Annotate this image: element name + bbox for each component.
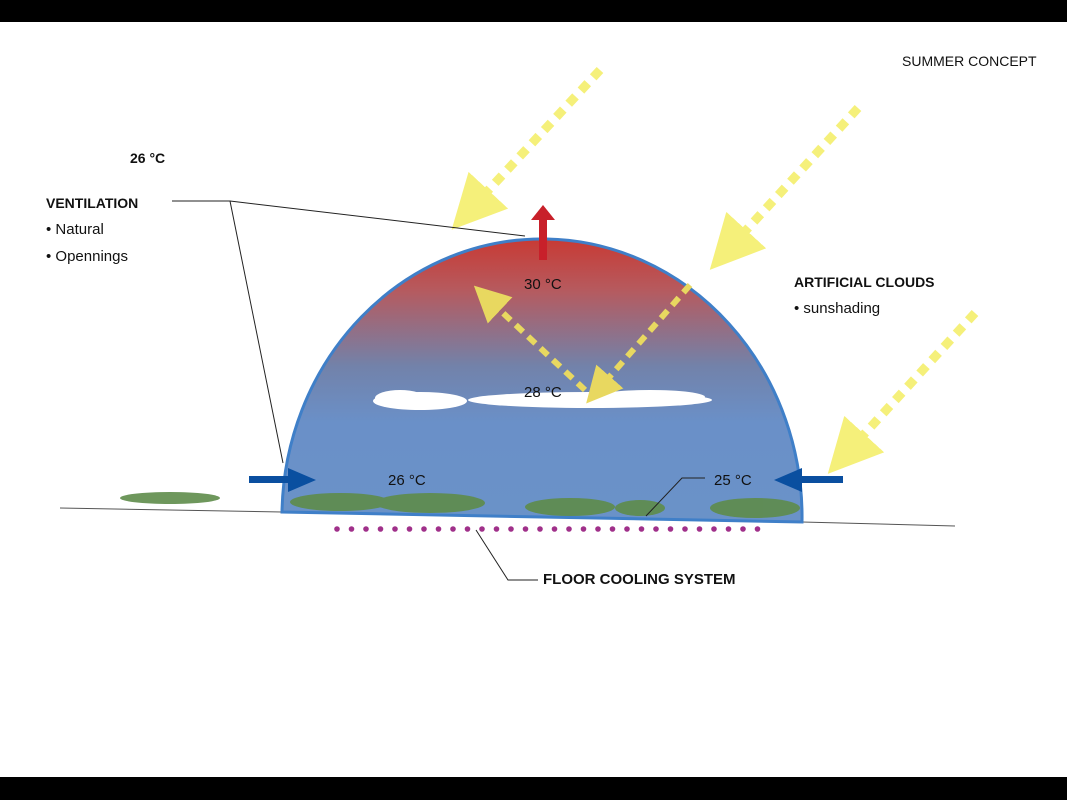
floor-cooling-dot xyxy=(406,526,413,532)
floor-cooling-dot xyxy=(493,526,500,532)
floor-cooling-dot xyxy=(377,526,384,532)
floor-cooling-dot xyxy=(624,526,630,532)
floor-cooling-dots xyxy=(334,526,761,532)
floor-cooling-dot xyxy=(667,526,674,532)
floor-cooling-dot xyxy=(479,526,485,532)
reflected-rays xyxy=(473,283,693,404)
ventilation-item-openings: • Opennings xyxy=(46,248,128,265)
hot-air-up-arrow xyxy=(531,205,555,260)
floor-cooling-dot xyxy=(464,526,471,532)
dome xyxy=(280,237,804,524)
floor-cooling-dot xyxy=(740,526,746,532)
floor-cooling-dot xyxy=(595,526,601,532)
floor-cooling-dot xyxy=(711,526,717,532)
floor-cooling-dot xyxy=(580,526,587,532)
floor-cooling-dot xyxy=(334,526,340,532)
sun-ray-3 xyxy=(827,309,979,474)
floor-cooling-dot xyxy=(537,526,543,532)
floor-cooling-dot xyxy=(392,526,398,532)
ventilation-heading: VENTILATION xyxy=(46,195,139,211)
sun-ray-1 xyxy=(451,66,604,230)
floor-cooling-dot xyxy=(638,526,645,532)
floor-cooling-leader xyxy=(475,529,538,581)
diagram-title: SUMMER CONCEPT xyxy=(902,53,1037,69)
floor-cooling-dot xyxy=(551,526,558,532)
temp-top: 30 °C xyxy=(524,276,562,293)
floor-cooling-dot xyxy=(363,526,369,532)
temp-right-ground: 25 °C xyxy=(714,472,752,489)
floor-cooling-dot xyxy=(435,526,442,532)
outside-temperature: 26 °C xyxy=(130,150,166,166)
floor-cooling-dot xyxy=(508,526,514,532)
floor-cooling-label: FLOOR COOLING SYSTEM xyxy=(543,571,736,588)
bottom-black-bar xyxy=(0,777,1067,800)
floor-cooling-dot xyxy=(754,526,761,532)
ventilation-item-natural: • Natural xyxy=(46,221,104,238)
floor-cooling-dot xyxy=(450,526,456,532)
sun-ray-arrows xyxy=(451,66,979,474)
floor-cooling-dot xyxy=(682,526,688,532)
sun-ray-2 xyxy=(709,104,862,270)
ground-line-right xyxy=(801,521,956,527)
vegetation xyxy=(120,492,800,518)
cool-air-right-arrow xyxy=(774,468,843,492)
floor-cooling-dot xyxy=(421,526,427,532)
floor-cooling-dot xyxy=(609,526,616,532)
floor-cooling-dot xyxy=(348,526,355,532)
cool-air-left-arrow xyxy=(249,468,316,492)
ground-line-left xyxy=(59,507,283,513)
clouds-item-sunshading: • sunshading xyxy=(794,300,881,317)
floor-cooling-dot xyxy=(696,526,703,532)
temp-25-leader xyxy=(645,477,705,517)
floor-cooling-dot xyxy=(566,526,572,532)
floor-cooling-dot xyxy=(653,526,659,532)
floor-cooling-dot xyxy=(522,526,529,532)
temp-middle: 28 °C xyxy=(524,384,562,401)
clouds-heading: ARTIFICIAL CLOUDS xyxy=(794,274,935,290)
temp-left-ground: 26 °C xyxy=(388,472,426,489)
top-black-bar xyxy=(0,0,1067,22)
floor-cooling-dot xyxy=(725,526,732,532)
ventilation-leader xyxy=(172,200,526,464)
